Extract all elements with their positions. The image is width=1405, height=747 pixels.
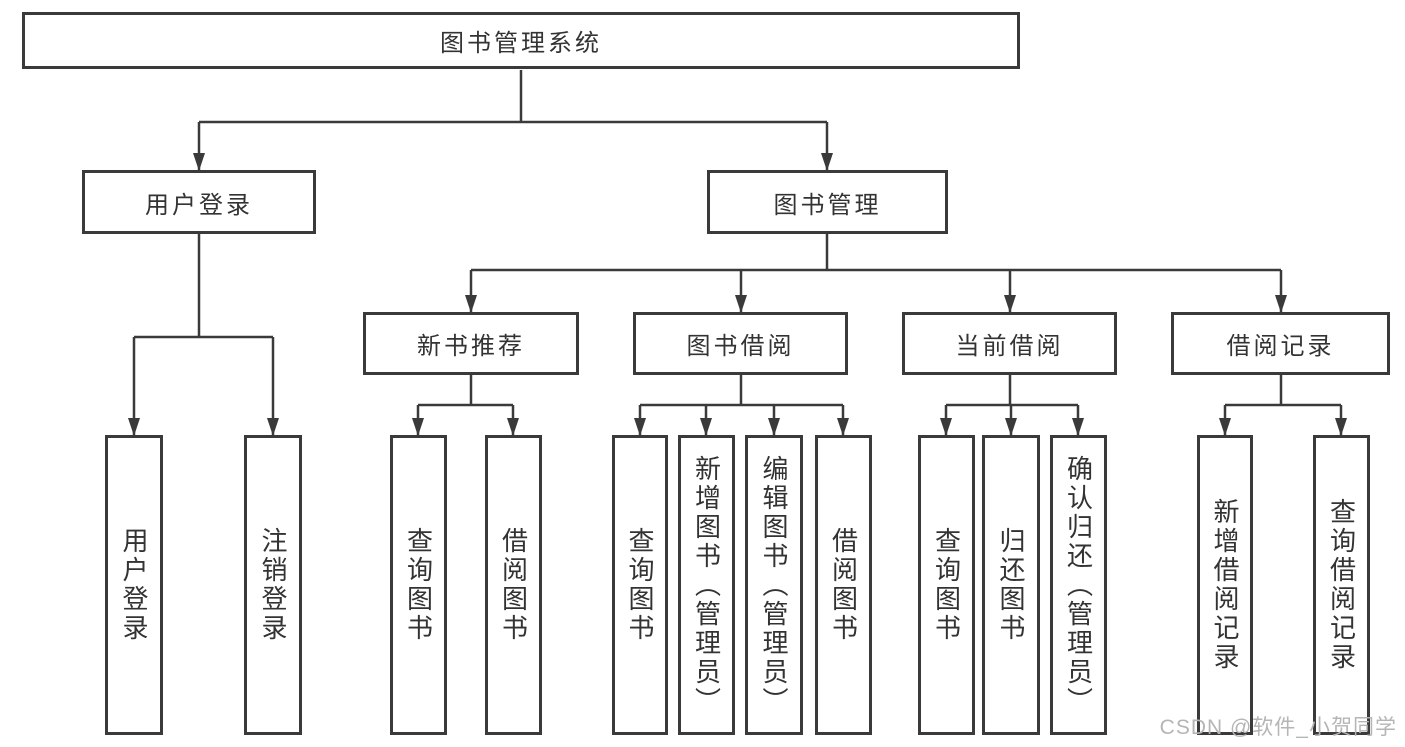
- leaf-query-books-borrow: 查询图书: [612, 435, 668, 735]
- leaf-borrow-books: 借阅图书: [815, 435, 872, 735]
- node-library-management-system: 图书管理系统: [22, 12, 1020, 69]
- leaf-label: 编辑图书（管理员）: [759, 454, 789, 716]
- leaf-label: 新增图书（管理员）: [691, 454, 722, 716]
- leaf-label: 查询图书: [625, 527, 655, 643]
- node-new-book-recommendation: 新书推荐: [363, 312, 579, 375]
- leaf-label: 确认归还（管理员）: [1063, 454, 1094, 716]
- leaf-add-books-admin: 新增图书（管理员）: [678, 435, 735, 735]
- node-current-borrowing: 当前借阅: [902, 312, 1117, 375]
- node-borrowing-records: 借阅记录: [1171, 312, 1390, 375]
- leaf-label: 查询图书: [931, 527, 962, 643]
- csdn-watermark: CSDN @软件_小贺同学: [1159, 716, 1397, 739]
- leaf-label: 新增借阅记录: [1210, 498, 1240, 672]
- leaf-label: 注销登录: [258, 527, 288, 643]
- leaf-label: 借阅图书: [828, 527, 859, 643]
- leaf-query-borrow-record: 查询借阅记录: [1313, 435, 1370, 735]
- leaf-user-login: 用户登录: [105, 435, 163, 735]
- leaf-label: 用户登录: [119, 527, 149, 643]
- leaf-add-borrow-record: 新增借阅记录: [1197, 435, 1253, 735]
- leaf-label: 查询借阅记录: [1326, 498, 1357, 672]
- leaf-edit-books-admin: 编辑图书（管理员）: [745, 435, 803, 735]
- leaf-logout: 注销登录: [244, 435, 302, 735]
- node-user-login: 用户登录: [82, 170, 316, 234]
- leaf-label: 归还图书: [996, 527, 1026, 643]
- leaf-confirm-return-admin: 确认归还（管理员）: [1050, 435, 1107, 735]
- node-book-borrowing: 图书借阅: [633, 312, 848, 375]
- leaf-return-books: 归还图书: [982, 435, 1040, 735]
- leaf-label: 查询图书: [403, 527, 434, 643]
- leaf-query-books-current: 查询图书: [918, 435, 975, 735]
- leaf-query-books-recommend: 查询图书: [390, 435, 447, 735]
- leaf-label: 借阅图书: [498, 527, 529, 643]
- leaf-borrow-books-recommend: 借阅图书: [485, 435, 542, 735]
- node-book-management: 图书管理: [707, 170, 948, 234]
